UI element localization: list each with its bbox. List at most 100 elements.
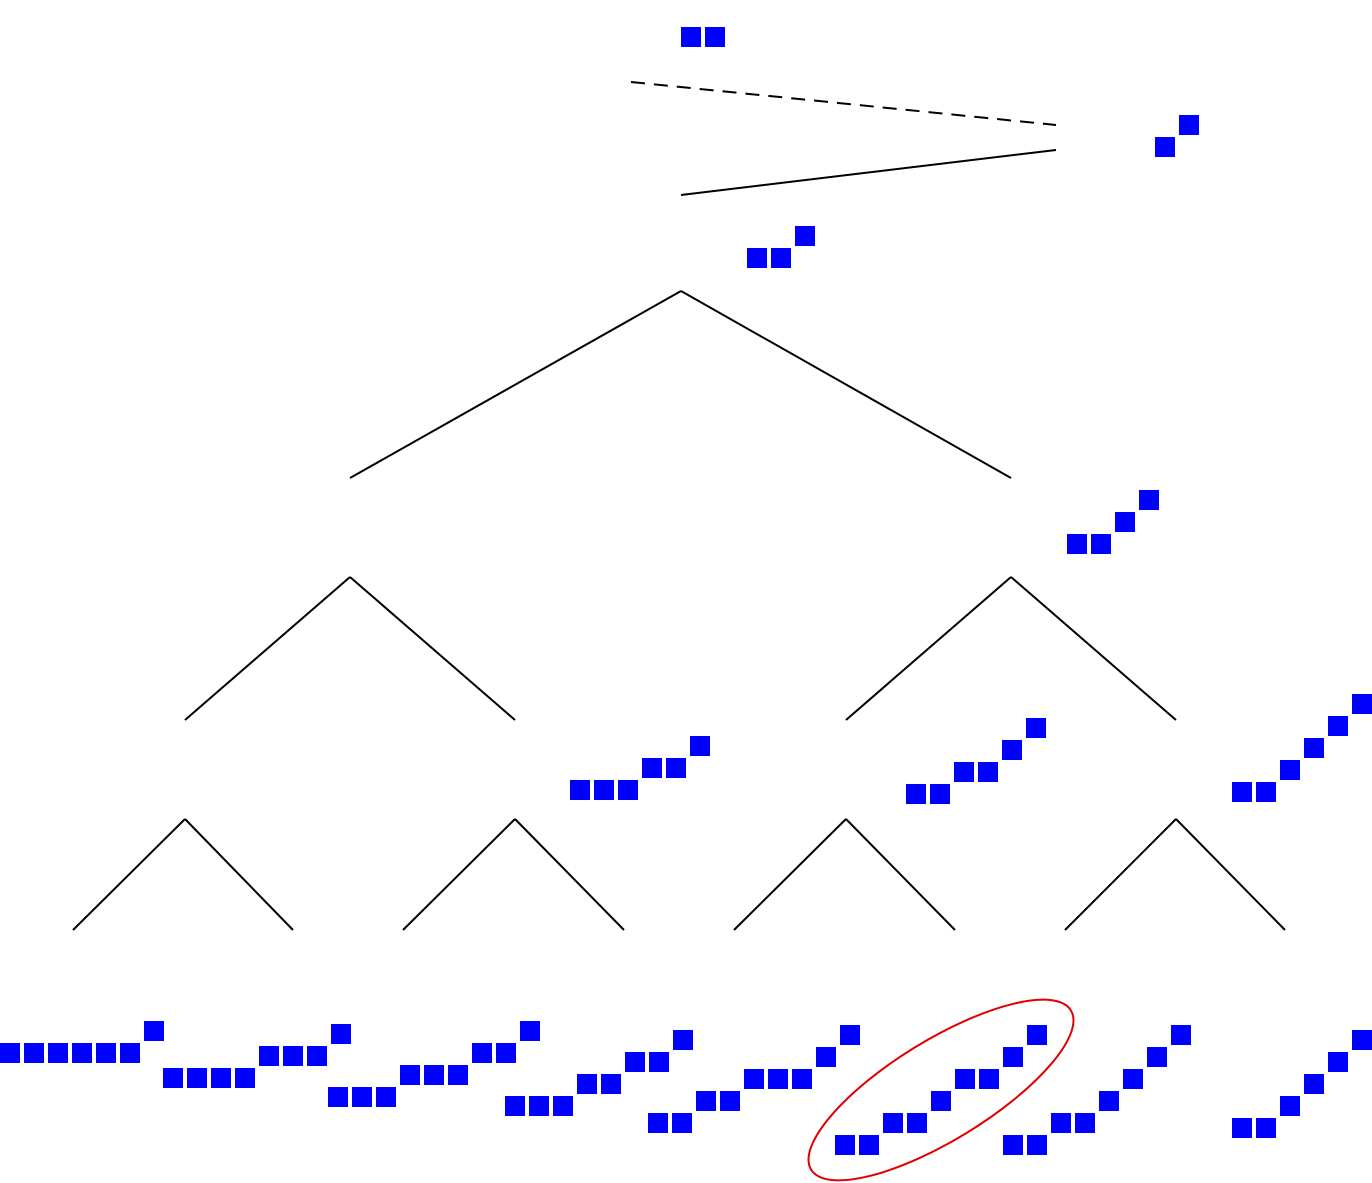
cell-leaf-3-8 bbox=[520, 1021, 540, 1041]
node-l3-b bbox=[906, 718, 1046, 804]
cell-leaf-4-1 bbox=[529, 1096, 549, 1116]
highlight-ellipse bbox=[807, 998, 1075, 1182]
cell-l3-c-1 bbox=[1256, 782, 1276, 802]
node-leaf-6 bbox=[835, 1025, 1047, 1155]
cell-leaf-6-3 bbox=[907, 1113, 927, 1133]
node-leaf-4 bbox=[505, 1030, 693, 1116]
cell-leaf-2-6 bbox=[307, 1046, 327, 1066]
cell-leaf-7-0 bbox=[1003, 1135, 1023, 1155]
cell-leaf-2-5 bbox=[283, 1046, 303, 1066]
edge-l2-left-to-l3-left-left bbox=[184, 576, 351, 721]
cell-leaf-7-5 bbox=[1123, 1069, 1143, 1089]
edge-l3-left-left-to-leaf-1 bbox=[72, 818, 186, 931]
cell-leaf-7-2 bbox=[1051, 1113, 1071, 1133]
cell-leaf-8-2 bbox=[1280, 1096, 1300, 1116]
edges-layer bbox=[72, 81, 1286, 931]
cell-leaf-3-2 bbox=[376, 1087, 396, 1107]
cell-leaf-1-4 bbox=[96, 1043, 116, 1063]
cell-leaf-3-1 bbox=[352, 1087, 372, 1107]
cell-leaf-6-1 bbox=[859, 1135, 879, 1155]
cell-leaf-1-1 bbox=[24, 1043, 44, 1063]
edge-l1-to-l2-left bbox=[349, 290, 682, 479]
cell-l3-b-5 bbox=[1026, 718, 1046, 738]
node-l2-right bbox=[1067, 490, 1159, 554]
cell-leaf-5-8 bbox=[840, 1025, 860, 1045]
node-leaf-2 bbox=[163, 1024, 351, 1088]
highlight-layer bbox=[807, 998, 1075, 1182]
node-leaf-7 bbox=[1003, 1025, 1191, 1155]
cell-leaf-4-4 bbox=[601, 1074, 621, 1094]
cell-leaf-3-5 bbox=[448, 1065, 468, 1085]
cell-leaf-6-2 bbox=[883, 1113, 903, 1133]
cell-l3-c-0 bbox=[1232, 782, 1252, 802]
edge-l3-a-to-leaf-3 bbox=[402, 818, 516, 931]
cell-leaf-3-6 bbox=[472, 1043, 492, 1063]
cell-leaf-1-3 bbox=[72, 1043, 92, 1063]
cell-leaf-5-2 bbox=[696, 1091, 716, 1111]
cell-l3-b-4 bbox=[1002, 740, 1022, 760]
edge-side-to-l1 bbox=[680, 149, 1057, 196]
cell-leaf-2-2 bbox=[211, 1068, 231, 1088]
cell-l2-right-2 bbox=[1115, 512, 1135, 532]
cell-leaf-8-3 bbox=[1304, 1074, 1324, 1094]
cell-leaf-4-5 bbox=[625, 1052, 645, 1072]
edge-l1-to-l2-right bbox=[680, 290, 1012, 479]
edge-l2-right-to-l3-c bbox=[1010, 576, 1177, 721]
cell-l1-2 bbox=[795, 226, 815, 246]
cell-leaf-6-5 bbox=[955, 1069, 975, 1089]
node-leaf-1 bbox=[0, 1021, 164, 1063]
node-leaf-3 bbox=[328, 1021, 540, 1107]
cell-leaf-8-4 bbox=[1328, 1052, 1348, 1072]
cell-leaf-4-0 bbox=[505, 1096, 525, 1116]
cell-leaf-1-2 bbox=[48, 1043, 68, 1063]
edge-l3-left-left-to-leaf-2 bbox=[184, 818, 294, 931]
cell-leaf-5-7 bbox=[816, 1047, 836, 1067]
nodes-layer bbox=[0, 27, 1372, 1155]
cell-leaf-1-0 bbox=[0, 1043, 20, 1063]
edge-l3-c-to-leaf-7 bbox=[1064, 818, 1177, 931]
node-l3-a bbox=[570, 736, 710, 800]
cell-l3-b-0 bbox=[906, 784, 926, 804]
cell-leaf-6-8 bbox=[1027, 1025, 1047, 1045]
cell-l2-right-3 bbox=[1139, 490, 1159, 510]
edge-l3-b-to-leaf-5 bbox=[733, 818, 847, 931]
cell-leaf-3-0 bbox=[328, 1087, 348, 1107]
cell-l3-a-3 bbox=[642, 758, 662, 778]
cell-l1-0 bbox=[747, 248, 767, 268]
cell-l3-c-3 bbox=[1304, 738, 1324, 758]
cell-leaf-7-1 bbox=[1027, 1135, 1047, 1155]
cell-l3-c-2 bbox=[1280, 760, 1300, 780]
cell-l3-c-5 bbox=[1352, 694, 1372, 714]
edge-l2-left-to-l3-a bbox=[349, 576, 516, 721]
node-l3-c bbox=[1232, 694, 1372, 802]
cell-leaf-1-6 bbox=[144, 1021, 164, 1041]
cell-leaf-4-6 bbox=[649, 1052, 669, 1072]
edge-l3-a-to-leaf-4 bbox=[514, 818, 625, 931]
node-root bbox=[681, 27, 725, 47]
cell-leaf-7-6 bbox=[1147, 1047, 1167, 1067]
cell-leaf-6-6 bbox=[979, 1069, 999, 1089]
edge-l2-right-to-l3-b bbox=[845, 576, 1012, 721]
cell-leaf-5-0 bbox=[648, 1113, 668, 1133]
edge-root-to-side bbox=[630, 81, 1057, 126]
node-l1 bbox=[747, 226, 815, 268]
cell-leaf-6-7 bbox=[1003, 1047, 1023, 1067]
cell-l1-1 bbox=[771, 248, 791, 268]
cell-leaf-1-5 bbox=[120, 1043, 140, 1063]
cell-side-0 bbox=[1155, 137, 1175, 157]
node-side bbox=[1155, 115, 1199, 157]
cell-leaf-5-5 bbox=[768, 1069, 788, 1089]
cell-leaf-8-0 bbox=[1232, 1118, 1252, 1138]
cell-leaf-4-7 bbox=[673, 1030, 693, 1050]
cell-l3-b-2 bbox=[954, 762, 974, 782]
cell-l3-a-2 bbox=[618, 780, 638, 800]
edge-l3-c-to-leaf-8 bbox=[1175, 818, 1286, 931]
cell-l3-a-0 bbox=[570, 780, 590, 800]
cell-l3-a-4 bbox=[666, 758, 686, 778]
cell-l3-a-1 bbox=[594, 780, 614, 800]
cell-leaf-2-0 bbox=[163, 1068, 183, 1088]
cell-leaf-4-3 bbox=[577, 1074, 597, 1094]
cell-leaf-5-6 bbox=[792, 1069, 812, 1089]
cell-leaf-5-3 bbox=[720, 1091, 740, 1111]
cell-leaf-5-1 bbox=[672, 1113, 692, 1133]
